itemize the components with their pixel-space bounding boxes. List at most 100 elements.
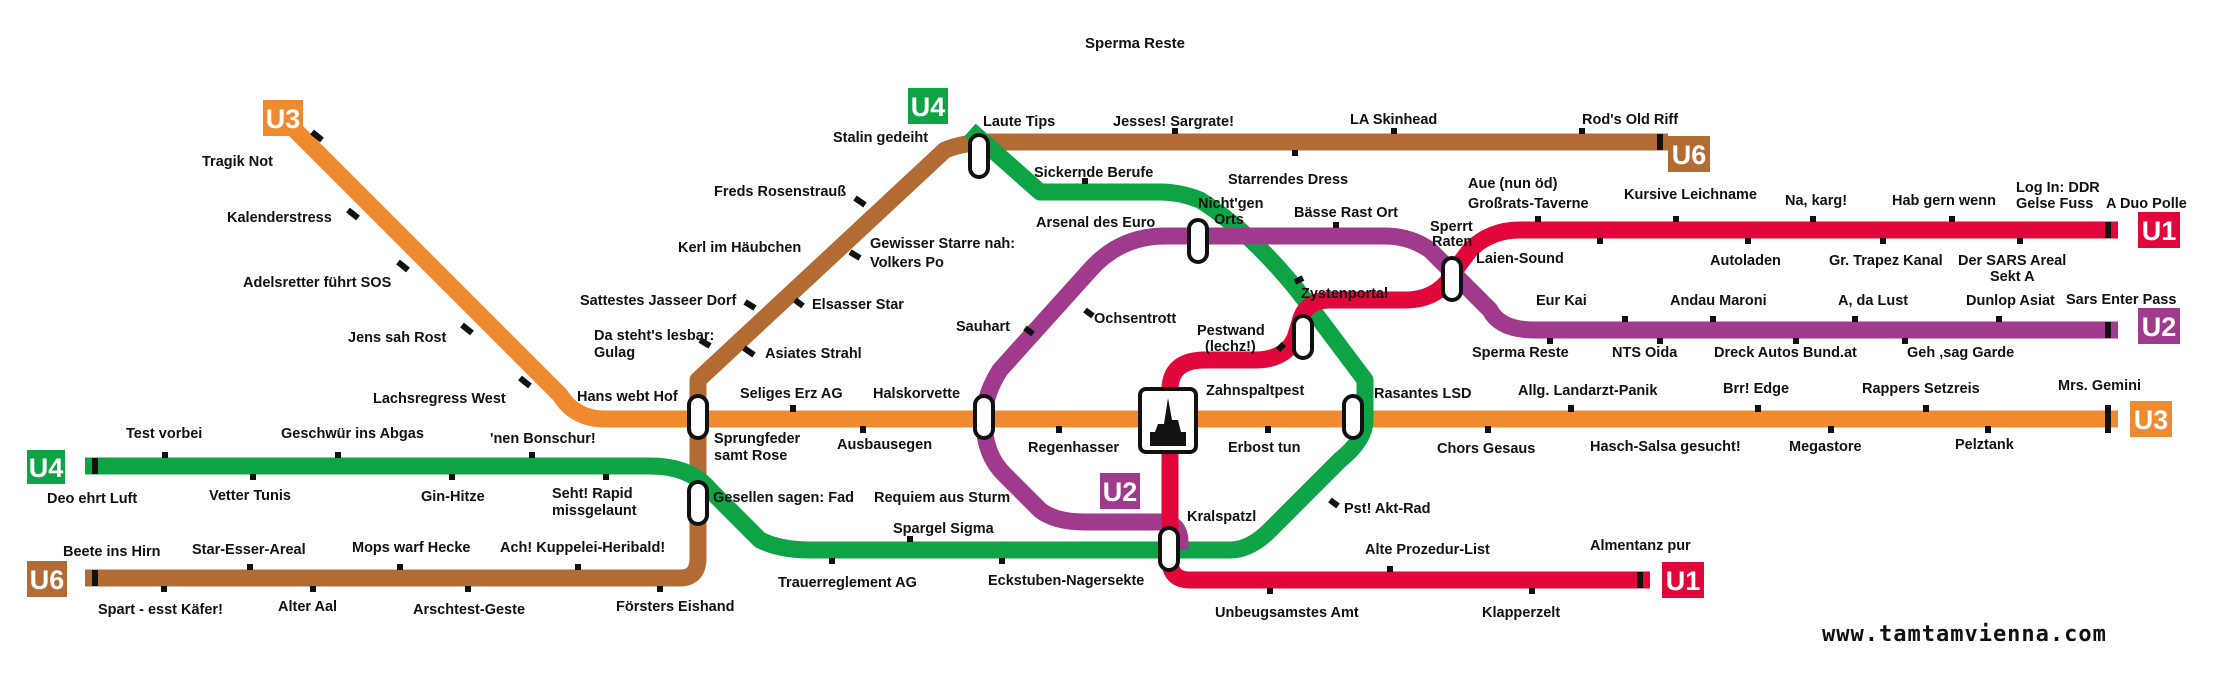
station-label[interactable]: Asiates Strahl: [765, 346, 862, 362]
station-label[interactable]: Laute Tips: [983, 114, 1055, 130]
station-label[interactable]: Stalin gedeiht: [833, 130, 928, 146]
station-label[interactable]: Sperrt: [1430, 219, 1473, 235]
station-label[interactable]: Star-Esser-Areal: [192, 542, 306, 558]
station-label[interactable]: (lechz!): [1205, 339, 1256, 355]
station-label[interactable]: Gewisser Starre nah:: [870, 236, 1015, 252]
station-label[interactable]: Nicht'gen: [1198, 196, 1263, 212]
interchange-rasantes-lsd[interactable]: [1342, 394, 1364, 440]
station-label[interactable]: Orts: [1214, 212, 1244, 228]
station-label[interactable]: Freds Rosenstrauß: [714, 184, 846, 200]
station-label[interactable]: Gr. Trapez Kanal: [1829, 253, 1943, 269]
station-label[interactable]: Sars Enter Pass: [2066, 292, 2176, 308]
station-label[interactable]: Da steht's lesbar:: [594, 328, 714, 344]
station-label[interactable]: Dreck Autos Bund.at: [1714, 345, 1857, 361]
station-label[interactable]: Trauerreglement AG: [778, 575, 917, 591]
interchange-gesellen[interactable]: [687, 480, 709, 526]
station-label[interactable]: Zystenportal: [1301, 286, 1388, 302]
station-label[interactable]: Deo ehrt Luft: [47, 491, 137, 507]
station-label[interactable]: Pestwand: [1197, 323, 1265, 339]
station-label[interactable]: Hab gern wenn: [1892, 193, 1996, 209]
station-label[interactable]: Ausbausegen: [837, 437, 932, 453]
station-label[interactable]: Ach! Kuppelei-Heribald!: [500, 540, 665, 556]
station-label[interactable]: Kralspatzl: [1187, 509, 1256, 525]
station-label[interactable]: Test vorbei: [126, 426, 202, 442]
station-label[interactable]: Seliges Erz AG: [740, 386, 843, 402]
station-label[interactable]: Lachsregress West: [373, 391, 506, 407]
station-label[interactable]: Rod's Old Riff: [1582, 112, 1678, 128]
station-label[interactable]: Na, karg!: [1785, 193, 1847, 209]
station-label[interactable]: Raten: [1432, 234, 1472, 250]
station-label[interactable]: Der SARS Areal: [1958, 253, 2066, 269]
interchange-pestwand[interactable]: [1292, 314, 1314, 360]
station-label[interactable]: Alte Prozedur-List: [1365, 542, 1490, 558]
station-label[interactable]: Halskorvette: [873, 386, 960, 402]
station-label[interactable]: Autoladen: [1710, 253, 1781, 269]
station-label[interactable]: Spart - esst Käfer!: [98, 602, 223, 618]
station-label[interactable]: Elsasser Star: [812, 297, 904, 313]
station-label[interactable]: Erbost tun: [1228, 440, 1301, 456]
station-label[interactable]: Starrendes Dress: [1228, 172, 1348, 188]
station-label[interactable]: NTS Oida: [1612, 345, 1678, 361]
station-label[interactable]: Kursive Leichname: [1624, 187, 1757, 203]
station-label[interactable]: Kalenderstress: [227, 210, 332, 226]
station-label[interactable]: Sattestes Jasseer Dorf: [580, 293, 737, 309]
interchange-nichtgen-orts[interactable]: [1187, 218, 1209, 264]
station-label[interactable]: Arschtest-Geste: [413, 602, 525, 618]
station-label[interactable]: Arsenal des Euro: [1036, 215, 1155, 231]
station-label[interactable]: Dunlop Asiat: [1966, 293, 2055, 309]
station-label[interactable]: Hans webt Hof: [577, 389, 678, 405]
station-label[interactable]: Tragik Not: [202, 154, 273, 170]
station-label[interactable]: Sprungfeder: [714, 431, 801, 447]
station-label[interactable]: Volkers Po: [870, 255, 944, 271]
station-label[interactable]: Jesses! Sargrate!: [1113, 114, 1234, 130]
station-label[interactable]: Kerl im Häubchen: [678, 240, 801, 256]
station-label[interactable]: Geh ,sag Garde: [1907, 345, 2014, 361]
station-label[interactable]: Sickernde Berufe: [1034, 165, 1153, 181]
station-label[interactable]: Mops warf Hecke: [352, 540, 470, 556]
station-label[interactable]: A Duo Polle: [2106, 196, 2187, 212]
station-label[interactable]: Mrs. Gemini: [2058, 378, 2141, 394]
station-label[interactable]: Großrats-Taverne: [1468, 196, 1589, 212]
station-label[interactable]: Vetter Tunis: [209, 488, 291, 504]
station-label[interactable]: Allg. Landarzt-Panik: [1518, 383, 1658, 399]
interchange-halskorvette[interactable]: [973, 394, 995, 440]
station-label[interactable]: Requiem aus Sturm: [874, 490, 1010, 506]
interchange-kralspatzl[interactable]: [1158, 526, 1180, 572]
station-label[interactable]: Beete ins Hirn: [63, 544, 161, 560]
station-label[interactable]: Almentanz pur: [1590, 538, 1691, 554]
station-label[interactable]: Log In: DDR: [2016, 180, 2100, 196]
station-label[interactable]: Zahnspaltpest: [1206, 383, 1304, 399]
station-label[interactable]: Spargel Sigma: [893, 521, 995, 537]
station-label[interactable]: Gin-Hitze: [421, 489, 485, 505]
station-label[interactable]: 'nen Bonschur!: [490, 431, 596, 447]
station-label[interactable]: Alter Aal: [278, 599, 337, 615]
interchange-laute-tips[interactable]: [968, 133, 990, 179]
station-label[interactable]: Försters Eishand: [616, 599, 734, 615]
station-label[interactable]: missgelaunt: [552, 503, 637, 519]
station-label[interactable]: LA Skinhead: [1350, 112, 1437, 128]
station-label[interactable]: Sperma Reste: [1472, 345, 1569, 361]
station-label[interactable]: Andau Maroni: [1670, 293, 1767, 309]
interchange-sperrt-raten[interactable]: [1441, 256, 1463, 302]
station-label[interactable]: Sekt A: [1990, 269, 2035, 285]
station-label[interactable]: Rappers Setzreis: [1862, 381, 1980, 397]
station-label[interactable]: Pelztank: [1955, 437, 2015, 453]
station-label[interactable]: Gelse Fuss: [2016, 196, 2093, 212]
station-label[interactable]: Adelsretter führt SOS: [243, 275, 392, 291]
station-label[interactable]: Bässe Rast Ort: [1294, 205, 1398, 221]
station-label[interactable]: Laien-Sound: [1476, 251, 1564, 267]
station-label[interactable]: Pst! Akt-Rad: [1344, 501, 1430, 517]
station-label[interactable]: Ochsentrott: [1094, 311, 1176, 327]
station-label[interactable]: Megastore: [1789, 439, 1862, 455]
station-label[interactable]: Eur Kai: [1536, 293, 1587, 309]
station-label[interactable]: Brr! Edge: [1723, 381, 1789, 397]
station-label[interactable]: Rasantes LSD: [1374, 386, 1472, 402]
station-label[interactable]: A, da Lust: [1838, 293, 1908, 309]
station-label[interactable]: Jens sah Rost: [348, 330, 446, 346]
station-label[interactable]: Hasch-Salsa gesucht!: [1590, 439, 1741, 455]
station-label[interactable]: Chors Gesaus: [1437, 441, 1535, 457]
interchange-hans-webt-hof[interactable]: [687, 394, 709, 440]
station-label[interactable]: Regenhasser: [1028, 440, 1119, 456]
station-label[interactable]: Gulag: [594, 345, 635, 361]
station-label[interactable]: samt Rose: [714, 448, 787, 464]
